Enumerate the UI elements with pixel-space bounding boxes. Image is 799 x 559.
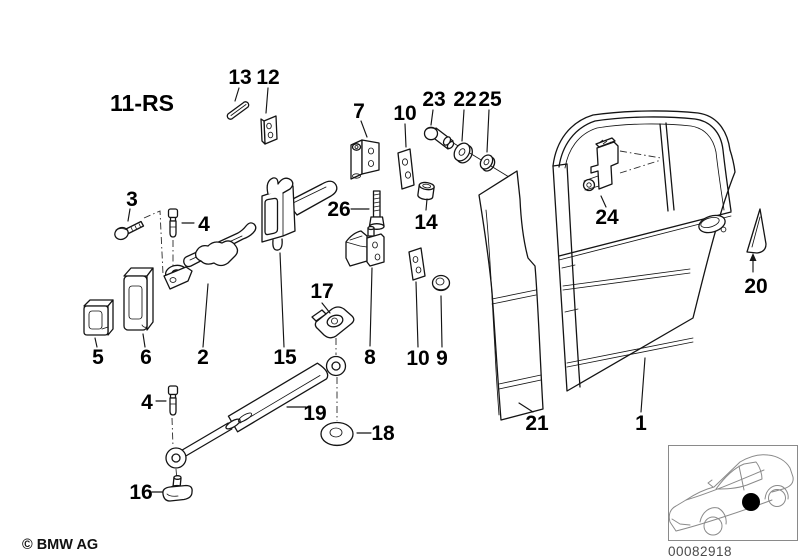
part-20-triangle-trim bbox=[746, 208, 767, 273]
car-silhouette bbox=[668, 454, 794, 536]
callout-labels: 11-RS 13 12 7 10 23 22 25 26 14 3 4 5 6 … bbox=[92, 66, 768, 504]
section-label: 11-RS bbox=[110, 90, 174, 116]
part-25-washer bbox=[479, 154, 496, 172]
callout-6[interactable]: 6 bbox=[140, 346, 152, 369]
part-2-check-strap bbox=[163, 222, 257, 290]
callout-4b[interactable]: 4 bbox=[141, 391, 153, 414]
part-6-bracket bbox=[123, 267, 154, 331]
part-22-washer bbox=[442, 136, 473, 164]
part-14-bushing bbox=[417, 181, 435, 201]
callout-2[interactable]: 2 bbox=[197, 346, 209, 369]
part-13-pin bbox=[226, 101, 250, 120]
part-9-grommet bbox=[431, 274, 451, 292]
callout-23[interactable]: 23 bbox=[422, 88, 445, 111]
part-8-hinge-bracket bbox=[345, 225, 385, 267]
callout-19[interactable]: 19 bbox=[303, 402, 326, 425]
thumbnail-frame bbox=[668, 445, 798, 541]
part-15-check-housing bbox=[261, 177, 338, 251]
callout-10b[interactable]: 10 bbox=[406, 347, 429, 370]
part-16-clip-pin bbox=[162, 475, 193, 502]
callout-14[interactable]: 14 bbox=[414, 211, 438, 234]
part-5-cover bbox=[83, 299, 114, 336]
callout-10a[interactable]: 10 bbox=[393, 102, 416, 125]
part-21-panel bbox=[478, 170, 544, 421]
callout-12[interactable]: 12 bbox=[256, 66, 279, 89]
callout-21[interactable]: 21 bbox=[525, 412, 549, 435]
callout-3[interactable]: 3 bbox=[126, 188, 138, 211]
part-10b-plate bbox=[408, 247, 426, 281]
callout-16[interactable]: 16 bbox=[129, 481, 152, 504]
callout-9[interactable]: 9 bbox=[436, 347, 448, 370]
part-4b-pin bbox=[167, 385, 179, 416]
callout-5[interactable]: 5 bbox=[92, 346, 104, 369]
door-handle bbox=[698, 214, 727, 234]
location-marker-dot bbox=[742, 493, 760, 511]
copyright-notice: © BMW AG bbox=[22, 537, 98, 553]
part-3-screw bbox=[114, 220, 145, 241]
callout-25[interactable]: 25 bbox=[478, 88, 502, 111]
part-1-rear-door bbox=[552, 110, 736, 392]
part-4a-pin bbox=[167, 208, 179, 238]
vehicle-thumbnail: 00082918 bbox=[668, 445, 798, 559]
callout-18[interactable]: 18 bbox=[371, 422, 395, 445]
arrow-up-icon bbox=[749, 253, 757, 261]
part-26-bolt bbox=[368, 190, 385, 230]
callout-4a[interactable]: 4 bbox=[198, 213, 210, 236]
part-10a-plate bbox=[397, 148, 415, 190]
callout-17[interactable]: 17 bbox=[310, 280, 333, 303]
leader-lines bbox=[94, 87, 646, 493]
callout-22[interactable]: 22 bbox=[453, 88, 476, 111]
callout-24[interactable]: 24 bbox=[595, 206, 619, 229]
callout-15[interactable]: 15 bbox=[273, 346, 297, 369]
part-18-washer bbox=[320, 421, 354, 447]
callout-7[interactable]: 7 bbox=[353, 100, 365, 123]
callout-13[interactable]: 13 bbox=[228, 66, 251, 89]
callout-26[interactable]: 26 bbox=[327, 198, 350, 221]
callout-1[interactable]: 1 bbox=[635, 412, 647, 435]
part-17-clip bbox=[311, 306, 355, 339]
part-19-gas-strut bbox=[165, 355, 347, 469]
callout-8[interactable]: 8 bbox=[364, 346, 376, 369]
part-12-plate bbox=[260, 115, 278, 145]
image-number: 00082918 bbox=[668, 544, 732, 559]
part-24-bracket bbox=[582, 137, 619, 192]
callout-20[interactable]: 20 bbox=[744, 275, 767, 298]
part-7-hinge bbox=[350, 139, 380, 180]
